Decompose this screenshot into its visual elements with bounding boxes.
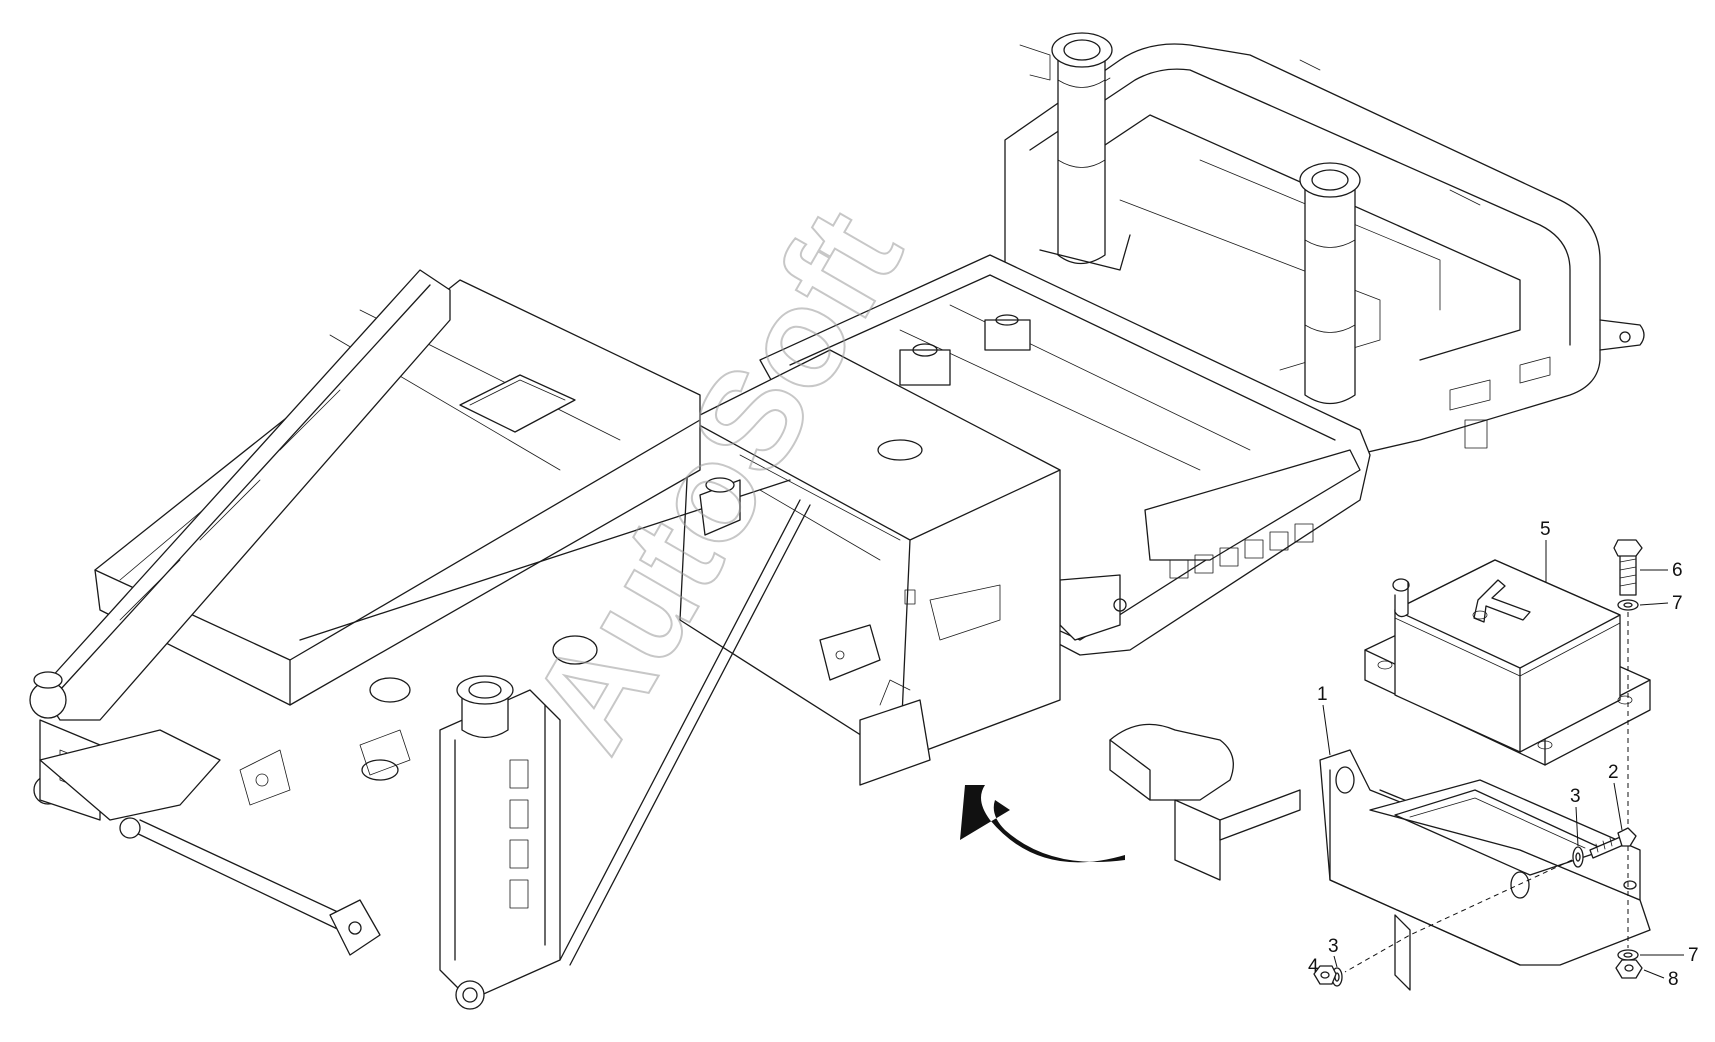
callout-8-label: 8 <box>1668 969 1679 990</box>
callout-7a-label: 7 <box>1672 593 1683 614</box>
callout-3a: 3 <box>1570 786 1581 847</box>
callout-6-label: 6 <box>1672 560 1683 581</box>
callout-7b: 7 <box>1640 945 1699 966</box>
callout-6: 6 <box>1640 560 1683 581</box>
callout-3a-label: 3 <box>1570 786 1581 807</box>
front-box <box>94 279 701 706</box>
callouts: 1 2 3 3 4 5 6 7 7 <box>1308 519 1699 990</box>
callout-4: 4 <box>1308 956 1319 977</box>
front-left-arm <box>29 269 451 821</box>
callout-7a: 7 <box>1639 593 1683 614</box>
rear-column-left <box>1019 32 1131 271</box>
front-lower-arm <box>39 729 381 956</box>
assembly-axis-left <box>1344 859 1573 973</box>
callout-5: 5 <box>1540 519 1551 582</box>
callout-3b: 3 <box>1328 936 1339 968</box>
part-1-bracket <box>1319 749 1651 991</box>
rear-column-right <box>1299 162 1361 405</box>
part-8-nut <box>1615 959 1643 979</box>
callout-1-label: 1 <box>1317 684 1328 705</box>
exploded-parts <box>1313 539 1651 991</box>
callout-7b-label: 7 <box>1688 945 1699 966</box>
part-7-washer-lower <box>1617 949 1639 961</box>
callout-4-label: 4 <box>1308 956 1319 977</box>
callout-1: 1 <box>1317 684 1331 756</box>
part-4-nut <box>1313 965 1337 985</box>
callout-5-label: 5 <box>1540 519 1551 540</box>
callout-2-label: 2 <box>1608 762 1619 783</box>
callout-2: 2 <box>1608 762 1623 831</box>
part-2-bolt <box>1589 827 1637 859</box>
part-5-module <box>1364 559 1651 766</box>
callout-3b-label: 3 <box>1328 936 1339 957</box>
part-6-bolt <box>1613 539 1643 596</box>
location-reference-icon <box>1109 723 1301 881</box>
central-housing <box>679 349 1061 786</box>
chassis-frame <box>29 32 1645 1010</box>
callout-8: 8 <box>1643 969 1679 990</box>
curved-arrow <box>960 785 1125 863</box>
front-fittings <box>239 477 741 806</box>
part-7-washer-upper <box>1617 599 1639 611</box>
part-3-washer-upper <box>1572 846 1584 868</box>
front-pillar <box>439 675 561 1010</box>
